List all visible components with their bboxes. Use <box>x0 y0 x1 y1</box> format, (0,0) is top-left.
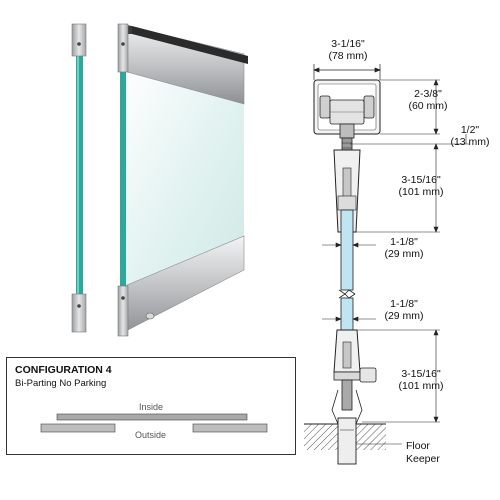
configuration-box: CONFIGURATION 4 Bi-Parting No Parking In… <box>6 357 296 455</box>
top-rail-screw <box>121 42 125 46</box>
upper-glass-label: 1-1/8" (29 mm) <box>376 236 432 260</box>
glass-face <box>126 62 244 290</box>
edge-view-panel <box>71 23 87 333</box>
floor-section <box>304 417 402 465</box>
lower-glass-frac: 1-1/8" <box>390 298 418 310</box>
lower-glass-mm: (29 mm) <box>384 310 424 322</box>
top-channel-label: 3-15/16" (101 mm) <box>390 174 452 198</box>
upper-door-rail <box>333 149 361 233</box>
inside-panel <box>56 413 248 421</box>
configuration-plan <box>40 413 268 433</box>
upper-glass-mm: (29 mm) <box>384 248 424 260</box>
gap-label: 1/2" (13 mm) <box>440 124 500 148</box>
top-width-mm: (78 mm) <box>328 50 368 62</box>
outside-panel-left <box>40 423 116 433</box>
outside-panel-right <box>192 423 268 433</box>
bottom-channel-mm: (101 mm) <box>398 380 444 392</box>
left-roller <box>319 95 331 119</box>
outside-label: Outside <box>135 430 167 440</box>
rail-height-label: 2-3/8" (60 mm) <box>398 88 458 112</box>
right-roller <box>363 95 375 119</box>
door-illustration <box>71 23 248 337</box>
glass-edge <box>120 60 126 292</box>
floor-keeper <box>337 417 357 465</box>
floor-keeper-line1: Floor <box>406 440 430 452</box>
gap-mm: (13 mm) <box>450 136 490 148</box>
rail-height-mm: (60 mm) <box>408 100 448 112</box>
lower-door-rail <box>331 329 377 425</box>
top-width-label: 3-1/16" (78 mm) <box>318 38 378 62</box>
bottom-channel-frac: 3-15/16" <box>401 368 441 380</box>
top-channel-mm: (101 mm) <box>398 186 444 198</box>
inside-label: Inside <box>139 402 164 412</box>
bottom-rail-screw <box>121 296 125 300</box>
bottom-channel-label: 3-15/16" (101 mm) <box>390 368 452 392</box>
upper-glass-frac: 1-1/8" <box>390 236 418 248</box>
edge-bottom-rail <box>71 293 87 333</box>
top-width-frac: 3-1/16" <box>331 38 365 50</box>
bottom-dimension-lines <box>356 329 440 423</box>
edge-bottom-screw <box>77 304 81 308</box>
top-track <box>313 79 381 159</box>
bottom-rail-lock <box>145 312 155 320</box>
lock-bolt <box>333 371 361 381</box>
gap-frac: 1/2" <box>460 124 480 136</box>
floor-keeper-line2: Keeper <box>406 453 440 465</box>
lower-glass-label: 1-1/8" (29 mm) <box>376 298 432 322</box>
bottom-rail-end <box>117 285 129 337</box>
top-width-dimension <box>313 64 381 80</box>
top-rail-gasket <box>132 26 248 64</box>
floor-keeper-label: Floor Keeper <box>406 440 440 466</box>
edge-top-screw <box>77 42 81 46</box>
top-right-dimension-lines <box>350 79 470 233</box>
top-channel-frac: 3-15/16" <box>401 174 441 186</box>
configuration-subtitle: Bi-Parting No Parking <box>15 378 107 389</box>
top-rail-end <box>117 23 129 73</box>
edge-top-rail <box>71 23 87 57</box>
configuration-title: CONFIGURATION 4 <box>15 364 112 376</box>
rail-height-frac: 2-3/8" <box>414 88 442 100</box>
perspective-panel <box>117 23 248 337</box>
glass-thickness-dims <box>322 242 376 322</box>
edge-glass <box>76 52 83 298</box>
cross-section-drawing <box>304 64 470 465</box>
